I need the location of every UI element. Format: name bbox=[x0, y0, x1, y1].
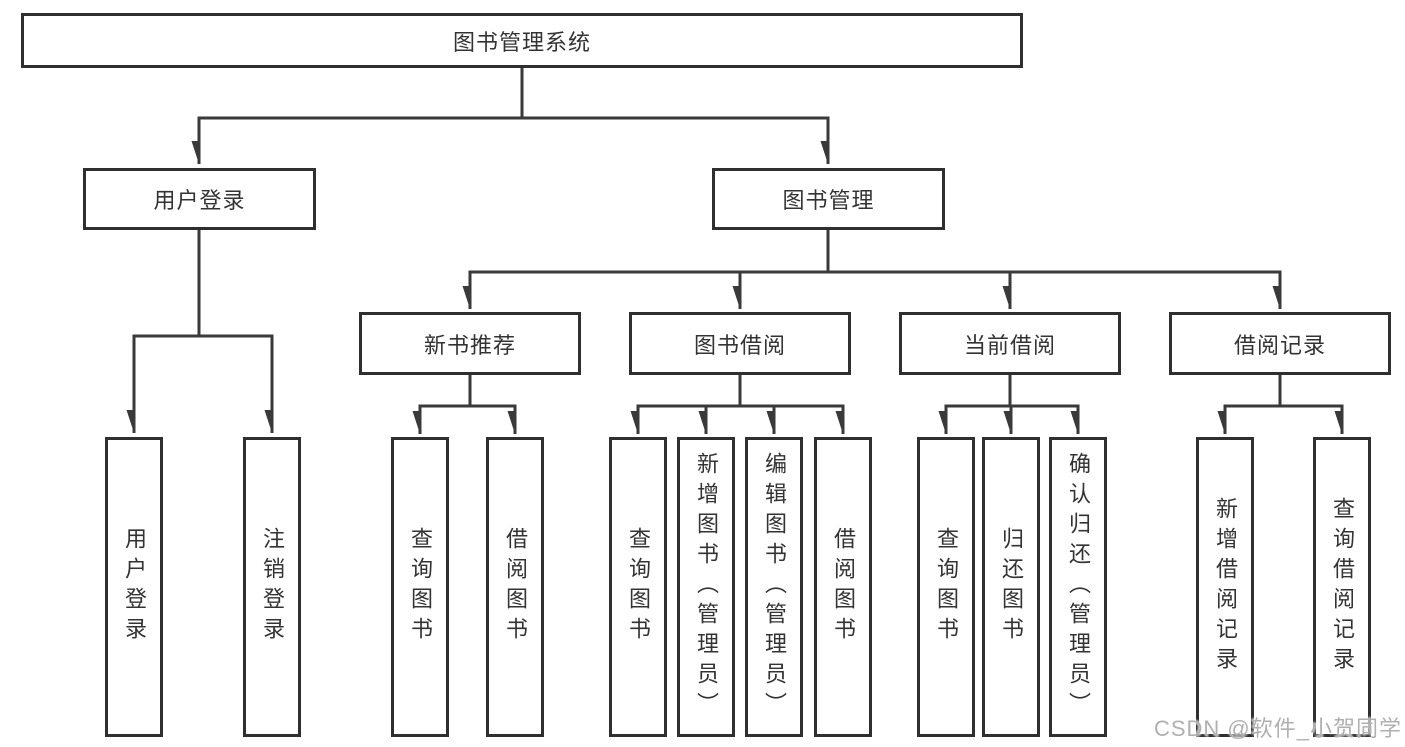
leaf-query-books-borrow: 查询图书 bbox=[609, 437, 667, 737]
leaf-edit-books-admin: 编辑图书（管理员） bbox=[745, 437, 803, 737]
leaf-label: 用户登录 bbox=[122, 527, 147, 647]
leaf-label: 编辑图书（管理员） bbox=[762, 452, 787, 722]
leaf-label: 借阅图书 bbox=[831, 527, 856, 647]
leaf-confirm-return-admin: 确认归还（管理员） bbox=[1049, 437, 1107, 737]
node-user-login: 用户登录 bbox=[83, 168, 316, 230]
leaf-label: 借阅图书 bbox=[503, 527, 528, 647]
leaf-label: 查询图书 bbox=[934, 527, 959, 647]
leaf-query-books-recommend: 查询图书 bbox=[391, 437, 449, 737]
node-book-management: 图书管理 bbox=[712, 168, 945, 230]
leaf-return-books: 归还图书 bbox=[982, 437, 1040, 737]
leaf-logout: 注销登录 bbox=[243, 437, 301, 737]
node-current-borrow: 当前借阅 bbox=[899, 312, 1121, 375]
leaf-add-borrow-record: 新增借阅记录 bbox=[1196, 437, 1254, 737]
csdn-watermark: CSDN @软件_小贺同学 bbox=[1153, 716, 1402, 741]
node-new-book-recommend: 新书推荐 bbox=[359, 312, 581, 375]
leaf-borrow-books: 借阅图书 bbox=[814, 437, 872, 737]
node-borrow-records: 借阅记录 bbox=[1169, 312, 1391, 375]
leaf-query-borrow-record: 查询借阅记录 bbox=[1313, 437, 1371, 737]
leaf-label: 确认归还（管理员） bbox=[1066, 452, 1091, 722]
leaf-label: 查询图书 bbox=[408, 527, 433, 647]
leaf-label: 查询图书 bbox=[626, 527, 651, 647]
leaf-label: 归还图书 bbox=[999, 527, 1024, 647]
node-book-borrow: 图书借阅 bbox=[629, 312, 851, 375]
leaf-add-books-admin: 新增图书（管理员） bbox=[677, 437, 735, 737]
leaf-label: 新增图书（管理员） bbox=[694, 452, 719, 722]
leaf-user-login: 用户登录 bbox=[105, 437, 163, 737]
leaf-borrow-books-recommend: 借阅图书 bbox=[486, 437, 544, 737]
leaf-query-books-current: 查询图书 bbox=[917, 437, 975, 737]
leaf-label: 新增借阅记录 bbox=[1213, 497, 1238, 677]
node-root-system: 图书管理系统 bbox=[21, 13, 1023, 68]
leaf-label: 注销登录 bbox=[260, 527, 285, 647]
leaf-label: 查询借阅记录 bbox=[1330, 497, 1355, 677]
